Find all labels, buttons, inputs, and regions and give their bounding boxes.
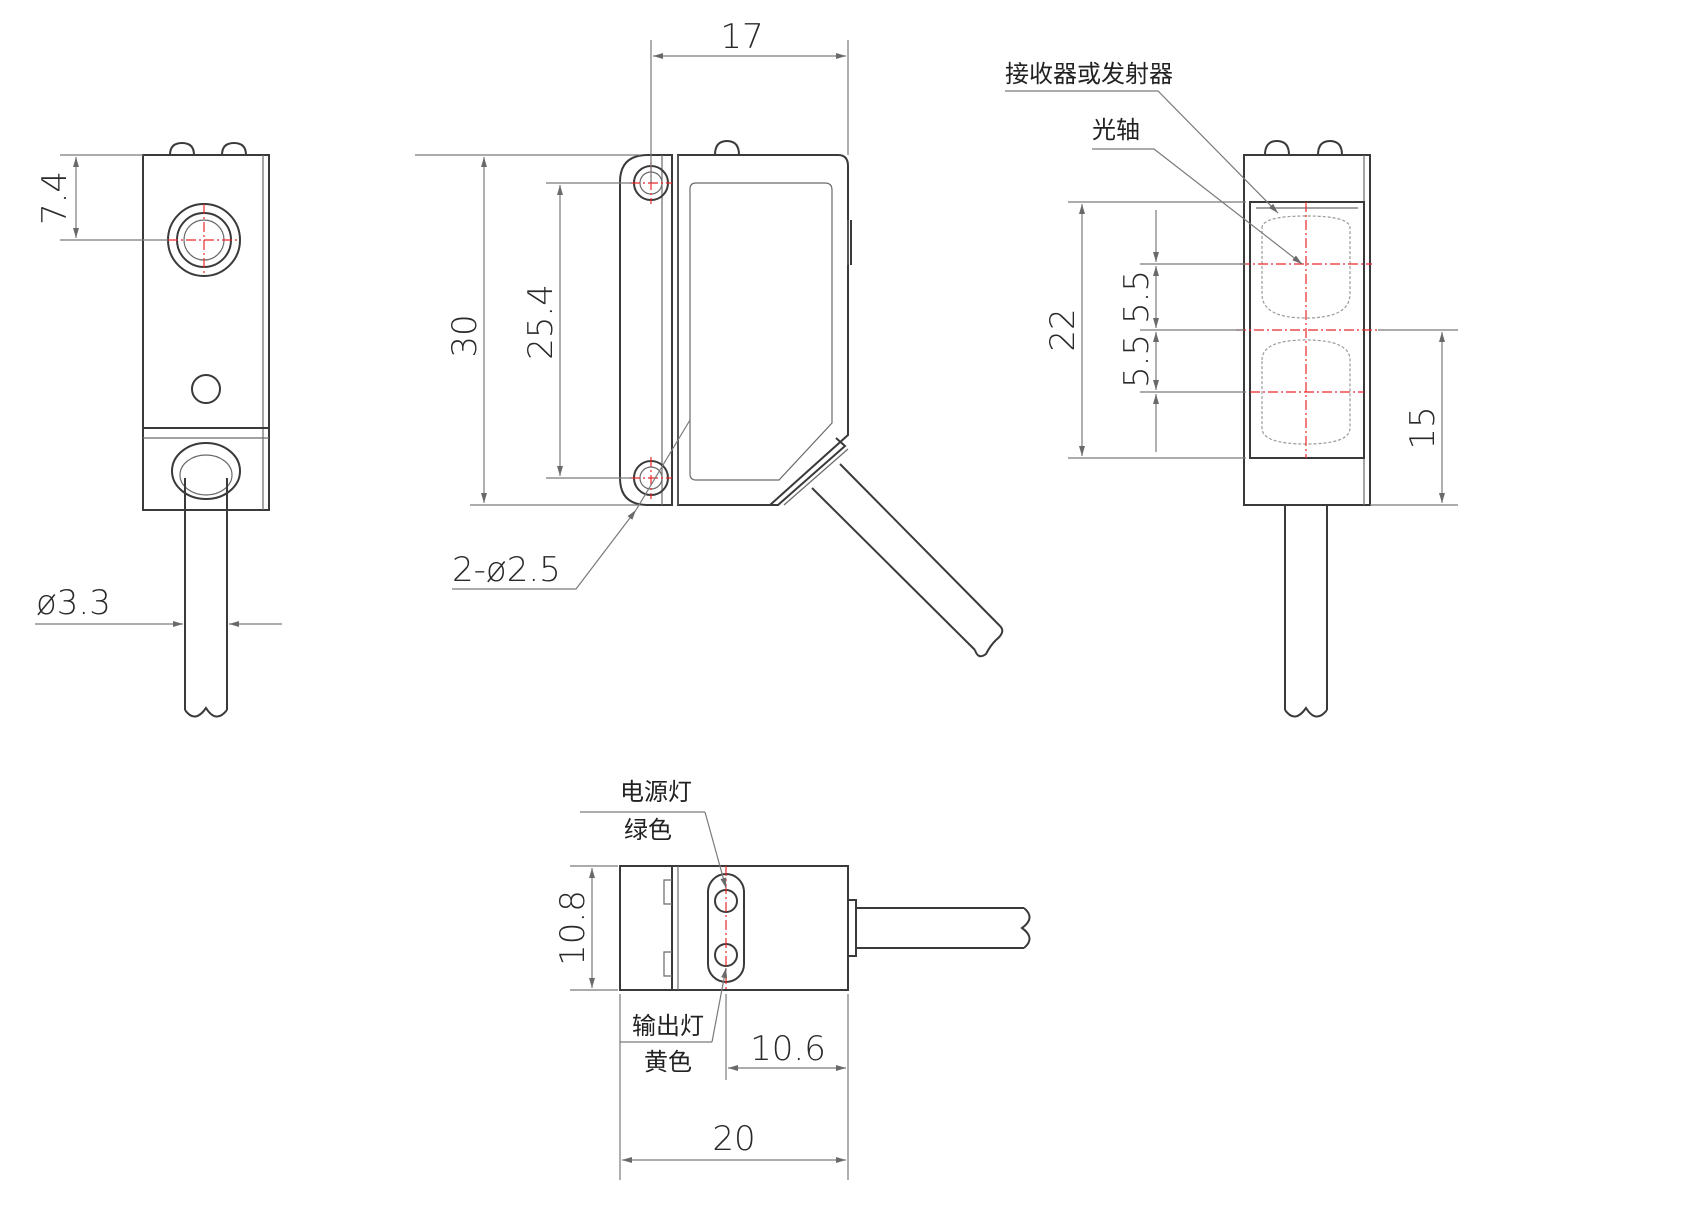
dim-axis-offset-upper: 5.5 — [1117, 270, 1157, 324]
side-body — [677, 154, 849, 506]
label-emitter-receiver: 接收器或发射器 — [1005, 60, 1173, 88]
led-bump — [221, 141, 247, 156]
receiver-lens — [1261, 215, 1351, 319]
dim-axis-from-bottom: 15 — [1403, 406, 1443, 449]
label-output-led-color: 黄色 — [644, 1048, 692, 1076]
cable-angled — [811, 487, 976, 651]
left-end-view: 7.4 ø3.3 — [35, 141, 282, 718]
mounting-hole — [191, 374, 221, 404]
dim-window-height: 22 — [1043, 308, 1083, 351]
dim-thickness: 10.8 — [553, 890, 593, 966]
dim-holes: 2-ø2.5 — [452, 550, 561, 590]
left-view-body — [142, 154, 270, 511]
label-power-led: 电源灯 — [620, 778, 692, 806]
led-bump — [169, 141, 195, 156]
dim-cable-diameter: ø3.3 — [36, 583, 111, 623]
label-power-led-color: 绿色 — [624, 816, 672, 844]
mounting-flange — [619, 154, 673, 506]
front-lens-view: 接收器或发射器 光轴 22 5.5 5.5 15 — [1005, 60, 1458, 718]
dim-top-offset: 7.4 — [35, 171, 75, 225]
dim-hole-pitch: 25.4 — [521, 284, 561, 360]
side-view: 17 30 25.4 2-ø2.5 — [415, 17, 1004, 658]
label-optical-axis: 光轴 — [1092, 116, 1140, 144]
dim-depth: 17 — [720, 17, 763, 57]
top-view: 电源灯 绿色 输出灯 黄色 10.8 10.6 20 — [553, 778, 1031, 1180]
dim-width: 20 — [712, 1119, 755, 1159]
dim-led-position: 10.6 — [750, 1029, 826, 1069]
emitter-lens — [1261, 339, 1351, 445]
label-output-led: 输出灯 — [632, 1012, 704, 1040]
dim-height: 30 — [445, 314, 485, 357]
dim-axis-offset-lower: 5.5 — [1117, 334, 1157, 388]
top-view-body — [619, 865, 849, 991]
